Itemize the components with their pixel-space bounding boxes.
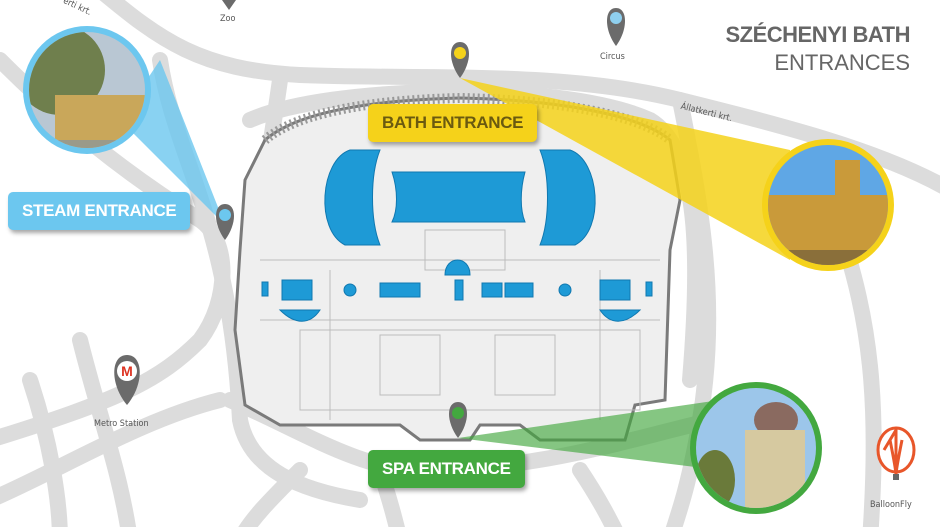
circus-pin-icon <box>607 8 625 46</box>
metro-pin-icon <box>114 355 140 405</box>
bath-entrance-label[interactable]: BATH ENTRANCE <box>368 104 538 142</box>
metro-icon-letter: M <box>121 363 133 379</box>
bath-entrance-pin-icon <box>451 42 469 78</box>
building-floor-plan <box>233 92 682 442</box>
metro-label: Metro Station <box>94 419 149 429</box>
spa-photo <box>690 382 822 514</box>
spa-entrance-label[interactable]: SPA ENTRANCE <box>368 450 525 488</box>
steam-entrance-label[interactable]: STEAM ENTRANCE <box>8 192 191 230</box>
steam-entrance-pin-icon <box>216 204 234 240</box>
zoo-label: Zoo <box>220 14 236 24</box>
map-title: SZÉCHENYI BATH <box>725 22 911 47</box>
spa-entrance-pin-icon <box>449 402 467 438</box>
bath-photo <box>762 139 894 271</box>
pins <box>114 0 916 480</box>
pools <box>261 149 653 322</box>
zoo-pin-icon <box>222 0 236 10</box>
bath-view-cone <box>460 78 790 260</box>
spa-view-cone <box>458 400 720 470</box>
balloon-icon <box>876 426 916 480</box>
balloonfly-label: BalloonFly <box>870 500 912 510</box>
steam-photo <box>23 26 151 154</box>
map-subtitle: ENTRANCES <box>774 50 910 75</box>
circus-label: Circus <box>600 52 625 62</box>
